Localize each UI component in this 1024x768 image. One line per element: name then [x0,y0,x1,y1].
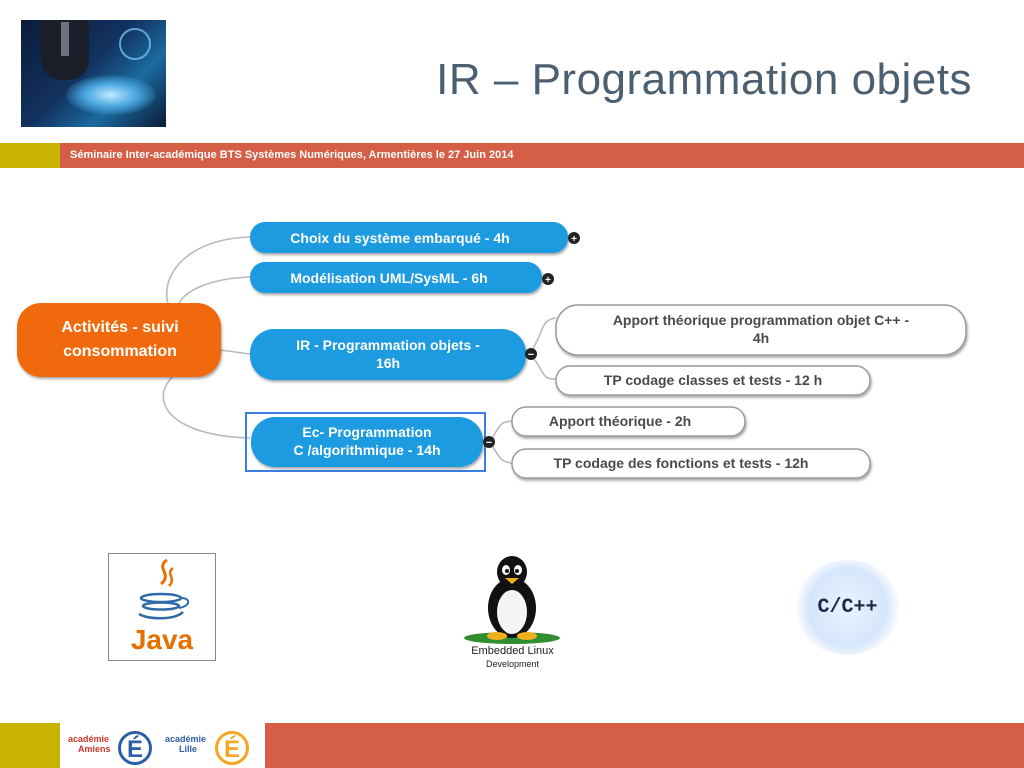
band-accent [0,143,60,168]
collapse-icon-glyph: − [528,349,534,361]
footer-accent [0,723,60,768]
cpp-label: C/C++ [795,596,900,619]
branch-label-line1: Ec- Programmation [302,424,431,440]
child-label-line1: Apport théorique programmation objet C++… [613,312,910,328]
child-label-line2: 4h [753,330,769,346]
city-label: Lille [179,745,197,754]
branch-modelisation[interactable]: Modélisation UML/SysML - 6h + [250,262,554,293]
child-apport-cpp[interactable]: Apport théorique programmation objet C++… [556,305,966,355]
penguin-icon [455,550,570,645]
embedded-linux-logo: Embedded Linux Development [455,550,570,675]
root-label-line2: consommation [63,343,177,360]
header-image [21,20,166,127]
child-apport-theorique[interactable]: Apport théorique - 2h [512,407,745,436]
linux-subtitle: Development [455,659,570,669]
expand-icon-glyph: + [571,234,577,245]
branch-ir-programmation[interactable]: IR - Programmation objets - 16h − [250,329,537,380]
branch-label: Choix du système embarqué - 4h [290,230,509,246]
footer-band [265,723,1024,768]
linux-title: Embedded Linux [455,645,570,657]
child-label: TP codage classes et tests - 12 h [604,372,822,388]
child-tp-classes[interactable]: TP codage classes et tests - 12 h [556,366,870,395]
branch-label-line2: 16h [376,355,400,371]
mind-map: Activités - suivi consommation Choix du … [0,190,1024,490]
academie-e-icon: É [215,731,249,765]
root-label-line1: Activités - suivi [61,319,178,336]
collapse-icon-glyph: − [486,437,492,449]
academie-e-icon: É [118,731,152,765]
java-logo: Java [108,553,216,661]
java-wordmark: Java [109,624,215,656]
expand-icon-glyph: + [545,275,551,286]
root-node[interactable]: Activités - suivi consommation [17,303,221,377]
cpp-logo: C/C++ [795,560,900,655]
coffee-cup-icon [109,554,215,624]
academie-label: académie [165,735,206,744]
subtitle-text: Séminaire Inter-académique BTS Systèmes … [70,149,513,161]
branch-label: Modélisation UML/SysML - 6h [290,270,487,286]
child-label: TP codage des fonctions et tests - 12h [554,455,809,471]
child-tp-fonctions[interactable]: TP codage des fonctions et tests - 12h [512,449,870,478]
slide-title: IR – Programmation objets [300,55,972,105]
child-label: Apport théorique - 2h [549,413,691,429]
branch-label-line2: C /algorithmique - 14h [293,442,440,458]
academie-label: académie [68,735,109,744]
branch-ec-programmation[interactable]: Ec- Programmation C /algorithmique - 14h… [246,413,495,471]
branch-choix-systeme[interactable]: Choix du système embarqué - 4h + [250,222,580,253]
city-label: Amiens [78,745,111,754]
branch-label-line1: IR - Programmation objets - [296,337,480,353]
